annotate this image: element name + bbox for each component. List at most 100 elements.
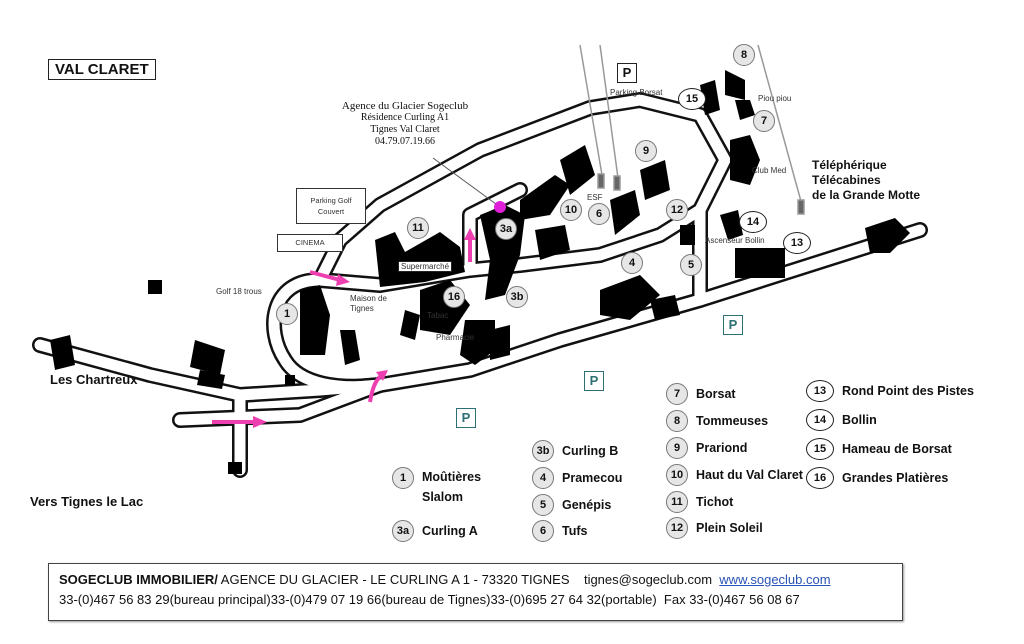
legend-marker: 12 (666, 517, 688, 539)
agency-location-pin (494, 201, 506, 213)
legend-item-8: 8 Tommeuses (666, 410, 768, 432)
legend-item-7: 7 Borsat (666, 383, 736, 405)
label-club-med: Club Med (752, 166, 787, 175)
legend-item-6: 6 Tufs (532, 520, 587, 542)
buildings (50, 70, 910, 474)
legend-marker: 13 (806, 380, 834, 402)
legend-item-9: 9 Prariond (666, 437, 747, 459)
agency-phone: 04.79.07.19.66 (375, 136, 435, 147)
map-marker-1: 1 (276, 303, 298, 325)
label-golf: Golf 18 trous (216, 287, 262, 296)
agency-place: Tignes Val Claret (370, 124, 440, 135)
map-marker-6: 6 (588, 203, 610, 225)
parking-icon: P (584, 371, 604, 391)
legend-item-3b: 3b Curling B (532, 440, 618, 462)
legend-marker: 1 (392, 467, 414, 489)
label-pharmacie: Pharmacie (436, 333, 475, 342)
tele-line-2: Télécabines (812, 173, 881, 187)
label-supermarche: Supermarché (398, 261, 453, 272)
map-marker-3a: 3a (495, 218, 517, 240)
map-marker-3b: 3b (506, 286, 528, 308)
map-marker-14: 14 (739, 211, 767, 233)
map-marker-16: 16 (443, 286, 465, 308)
parking-icon: P (723, 315, 743, 335)
map-marker-13: 13 (783, 232, 811, 254)
legend-label-line2: Slalom (422, 490, 463, 504)
label-telepherique: Téléphérique Télécabines de la Grande Mo… (812, 158, 920, 203)
map-marker-8: 8 (733, 44, 755, 66)
label-esf: ESF (587, 193, 603, 202)
legend-label: Curling B (562, 444, 619, 458)
map-marker-5: 5 (680, 254, 702, 276)
legend-label: Curling A (422, 524, 478, 538)
label-tabac: Tabac (427, 311, 449, 320)
label-cinema: CINEMA (277, 234, 343, 252)
label-les-chartreux: Les Chartreux (50, 372, 138, 387)
legend-marker: 11 (666, 491, 688, 513)
footer-company: SOGECLUB IMMOBILIER/ (59, 572, 218, 587)
legend-label: Prariond (696, 441, 748, 455)
label-ascenseur-bollin: Ascenseur Bollin (705, 236, 765, 245)
tele-line-1: Téléphérique (812, 158, 887, 172)
map-marker-12: 12 (666, 199, 688, 221)
legend-label: Tufs (562, 524, 588, 538)
legend-label-line1: Moûtières (422, 470, 482, 484)
legend-marker: 9 (666, 437, 688, 459)
legend-marker: 5 (532, 494, 554, 516)
legend-item-3a: 3a Curling A (392, 520, 478, 542)
map-marker-9: 9 (635, 140, 657, 162)
label-maison-tignes: Maison de Tignes (350, 294, 387, 313)
parking-icon: P (617, 63, 637, 83)
footer-line-2: 33-(0)467 56 83 29(bureau principal)33-(… (59, 590, 892, 610)
label-vers-tignes: Vers Tignes le Lac (30, 494, 144, 509)
map-title: VAL CLARET (48, 59, 156, 80)
label-parking-borsat: Parking Borsat (610, 88, 663, 97)
legend-marker: 10 (666, 464, 688, 486)
legend-marker: 4 (532, 467, 554, 489)
legend-item-10: 10 Haut du Val Claret (666, 464, 803, 486)
legend-label: Borsat (696, 387, 736, 401)
legend-label: Plein Soleil (696, 521, 763, 535)
legend-marker: 3b (532, 440, 554, 462)
tele-line-3: de la Grande Motte (812, 188, 921, 202)
contact-footer: SOGECLUB IMMOBILIER/ AGENCE DU GLACIER -… (48, 563, 903, 621)
footer-phones: 33-(0)467 56 83 29(bureau principal)33-(… (59, 592, 657, 607)
legend-label: Hameau de Borsat (842, 442, 952, 456)
lift-lines (579, 44, 805, 215)
legend-item-11: 11 Tichot (666, 491, 733, 513)
label-parking-golf: Parking Golf Couvert (296, 188, 366, 224)
map-marker-11: 11 (407, 217, 429, 239)
legend-item-12: 12 Plein Soleil (666, 517, 763, 539)
footer-fax: Fax 33-(0)467 56 08 67 (663, 592, 800, 607)
agency-residence: Résidence Curling A1 (360, 112, 450, 123)
footer-website-link[interactable]: www.sogeclub.com (719, 572, 831, 587)
legend-marker: 3a (392, 520, 414, 542)
parking-icon: P (456, 408, 476, 428)
map-marker-7: 7 (753, 110, 775, 132)
legend-label: Haut du Val Claret (696, 468, 803, 482)
map-marker-15: 15 (678, 88, 706, 110)
legend-label: Genépis (562, 498, 612, 512)
legend-marker: 8 (666, 410, 688, 432)
footer-line-1: SOGECLUB IMMOBILIER/ AGENCE DU GLACIER -… (59, 570, 892, 590)
label-piou-piou: Piou piou (758, 94, 792, 103)
agency-name: Agence du Glacier Sogeclub (341, 100, 469, 112)
legend-marker: 6 (532, 520, 554, 542)
agency-callout: Agence du Glacier Sogeclub Résidence Cur… (320, 100, 490, 148)
legend-label: Bollin (842, 413, 877, 427)
arrows (212, 228, 476, 428)
legend-marker: 7 (666, 383, 688, 405)
legend-label: Pramecou (562, 471, 623, 485)
footer-email[interactable]: tignes@sogeclub.com (583, 572, 713, 587)
legend-item-4: 4 Pramecou (532, 467, 622, 489)
legend-label: Tommeuses (696, 414, 769, 428)
legend-label: Tichot (696, 495, 734, 509)
map-marker-4: 4 (621, 252, 643, 274)
